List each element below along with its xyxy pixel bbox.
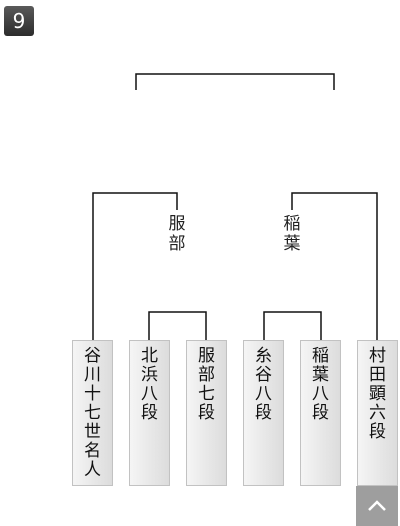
left-semifinal-line [92,192,178,340]
right-semifinal-line [291,192,378,340]
chevron-up-icon [368,500,386,511]
right-round1-line [263,311,322,340]
player-card-p5[interactable]: 稲葉八段 [300,340,341,486]
player-name: 谷川十七世名人 [84,346,101,480]
player-name: 村田顕六段 [369,346,386,442]
final-bracket-line [135,73,335,90]
player-card-p4[interactable]: 糸谷八段 [243,340,284,486]
player-card-p2[interactable]: 北浜八段 [129,340,170,486]
player-card-p6[interactable]: 村田顕六段 [357,340,398,486]
semifinal-winner-left: 服部 [168,214,186,254]
scroll-to-top-button[interactable] [356,486,398,526]
player-card-p1[interactable]: 谷川十七世名人 [72,340,113,486]
semifinal-winner-right: 稲葉 [283,214,301,254]
player-name: 服部七段 [198,346,215,423]
player-name: 糸谷八段 [255,346,272,423]
player-name: 稲葉八段 [312,346,329,423]
left-round1-line [148,311,207,340]
player-card-p3[interactable]: 服部七段 [186,340,227,486]
round-badge: 9 [4,6,34,36]
player-name: 北浜八段 [141,346,158,423]
